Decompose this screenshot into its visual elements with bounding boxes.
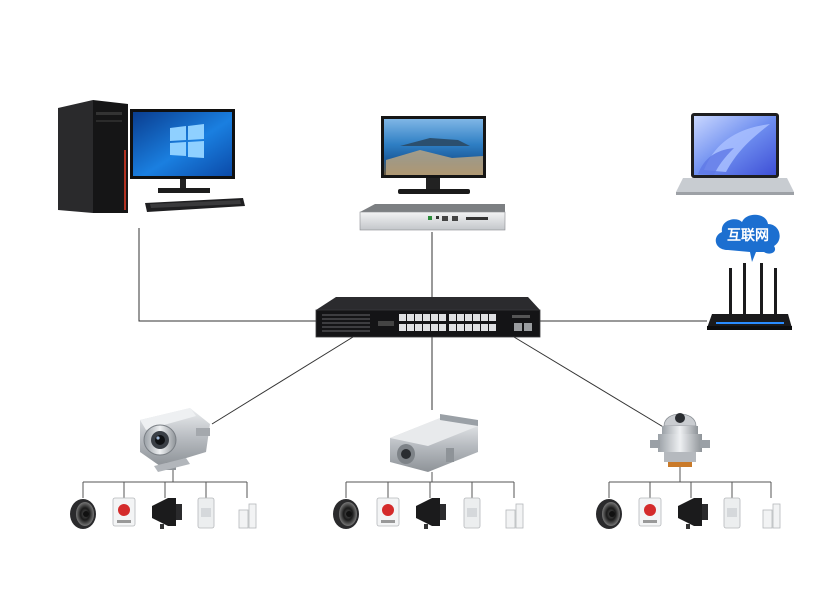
connection-lines — [138, 228, 707, 429]
explosion-proof-bullet-camera-icon — [140, 408, 210, 472]
link-switch-camera-left — [211, 336, 354, 425]
speaker-icon — [596, 499, 622, 529]
wifi-router-icon — [707, 263, 792, 330]
emergency-button-icon — [112, 497, 136, 527]
explosion-proof-dome-camera-icon — [650, 413, 710, 467]
peripheral-group-center — [333, 497, 524, 529]
door-contact-icon — [505, 503, 524, 529]
desktop-computer-icon — [58, 100, 245, 213]
speaker-icon — [333, 499, 359, 529]
peripheral-group-right — [596, 497, 781, 529]
emergency-button-icon — [638, 497, 662, 527]
pir-sensor-icon — [463, 497, 481, 529]
explosion-proof-box-camera-icon — [390, 414, 478, 472]
link-pc-switch — [138, 228, 316, 322]
speaker-icon — [70, 499, 96, 529]
pir-sensor-icon — [197, 497, 215, 529]
network-video-recorder-icon — [359, 204, 506, 231]
monitor-icon — [381, 116, 486, 194]
horn-alarm-icon — [416, 498, 446, 529]
door-contact-icon — [238, 503, 257, 529]
peripheral-group-left — [70, 497, 257, 529]
internet-cloud-icon — [715, 214, 780, 262]
peripheral-bus-lines — [82, 467, 772, 498]
poe-switch-icon — [315, 297, 541, 338]
laptop-icon — [676, 113, 794, 195]
switch-ports — [399, 314, 496, 331]
door-contact-icon — [762, 503, 781, 529]
link-switch-camera-right — [513, 336, 666, 429]
pir-sensor-icon — [723, 497, 741, 529]
horn-alarm-icon — [152, 498, 182, 529]
emergency-button-icon — [376, 497, 400, 527]
horn-alarm-icon — [678, 498, 708, 529]
